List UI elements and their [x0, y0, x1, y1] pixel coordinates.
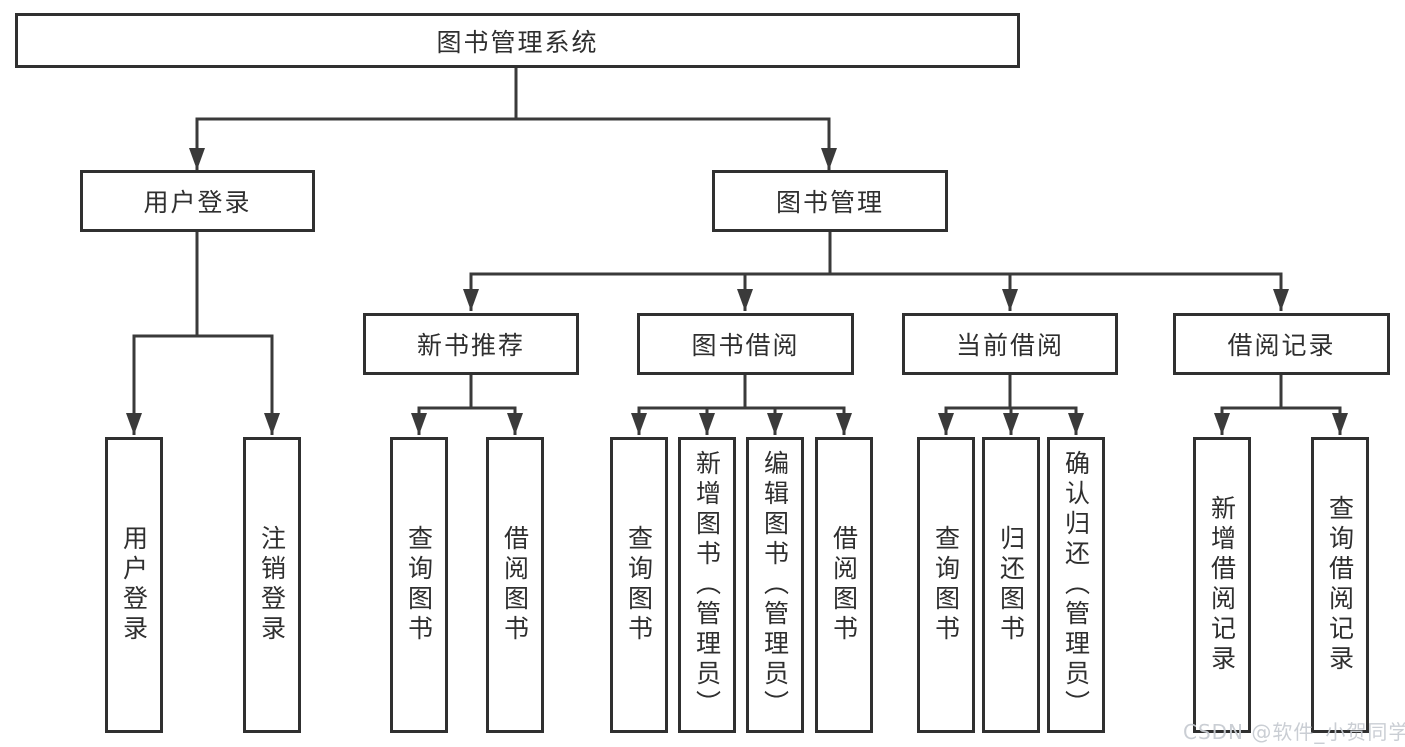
node-label: 图书管理	[775, 188, 884, 217]
node-book-borrowing: 图书借阅	[637, 313, 854, 375]
node-label: 新书推荐	[416, 331, 525, 360]
node-label: 确认归还（管理员）	[1061, 450, 1091, 720]
node-label: 注销登录	[257, 525, 287, 645]
node-label: 编辑图书（管理员）	[760, 450, 790, 720]
node-leaf-confirm-return-admin: 确认归还（管理员）	[1047, 437, 1105, 733]
node-label: 查询借阅记录	[1325, 495, 1355, 675]
node-leaf-add-books-admin: 新增图书（管理员）	[678, 437, 736, 733]
node-leaf-query-borrow-record: 查询借阅记录	[1311, 437, 1369, 733]
node-leaf-return-books: 归还图书	[982, 437, 1040, 733]
node-leaf-borrow-books: 借阅图书	[815, 437, 873, 733]
node-leaf-add-borrow-record: 新增借阅记录	[1193, 437, 1251, 733]
node-leaf-logout: 注销登录	[243, 437, 301, 733]
node-book-management: 图书管理	[712, 170, 948, 232]
node-leaf-query-books-borrowing: 查询图书	[610, 437, 668, 733]
node-user-login: 用户登录	[80, 170, 315, 232]
csdn-watermark: CSDN @软件_小贺同学	[1183, 720, 1405, 744]
node-label: 用户登录	[119, 525, 149, 645]
node-label: 新增借阅记录	[1207, 495, 1237, 675]
node-leaf-edit-books-admin: 编辑图书（管理员）	[746, 437, 804, 733]
node-label: 用户登录	[143, 188, 252, 217]
node-leaf-user-login: 用户登录	[105, 437, 163, 733]
node-label: 查询图书	[624, 525, 654, 645]
node-leaf-borrow-books-recommend: 借阅图书	[486, 437, 544, 733]
node-borrowing-records: 借阅记录	[1173, 313, 1390, 375]
node-new-book-recommendation: 新书推荐	[363, 313, 579, 375]
node-label: 借阅图书	[500, 525, 530, 645]
node-label: 借阅记录	[1227, 331, 1336, 360]
node-current-borrowing: 当前借阅	[902, 313, 1118, 375]
node-leaf-query-books-current: 查询图书	[917, 437, 975, 733]
node-label: 借阅图书	[829, 525, 859, 645]
node-root-library-management-system: 图书管理系统	[15, 13, 1020, 68]
node-leaf-query-books-recommend: 查询图书	[390, 437, 448, 733]
node-label: 归还图书	[996, 525, 1026, 645]
node-label: 当前借阅	[955, 331, 1064, 360]
node-label: 图书管理系统	[436, 27, 599, 57]
node-label: 新增图书（管理员）	[692, 450, 722, 720]
node-label: 图书借阅	[691, 331, 800, 360]
node-label: 查询图书	[404, 525, 434, 645]
node-label: 查询图书	[931, 525, 961, 645]
